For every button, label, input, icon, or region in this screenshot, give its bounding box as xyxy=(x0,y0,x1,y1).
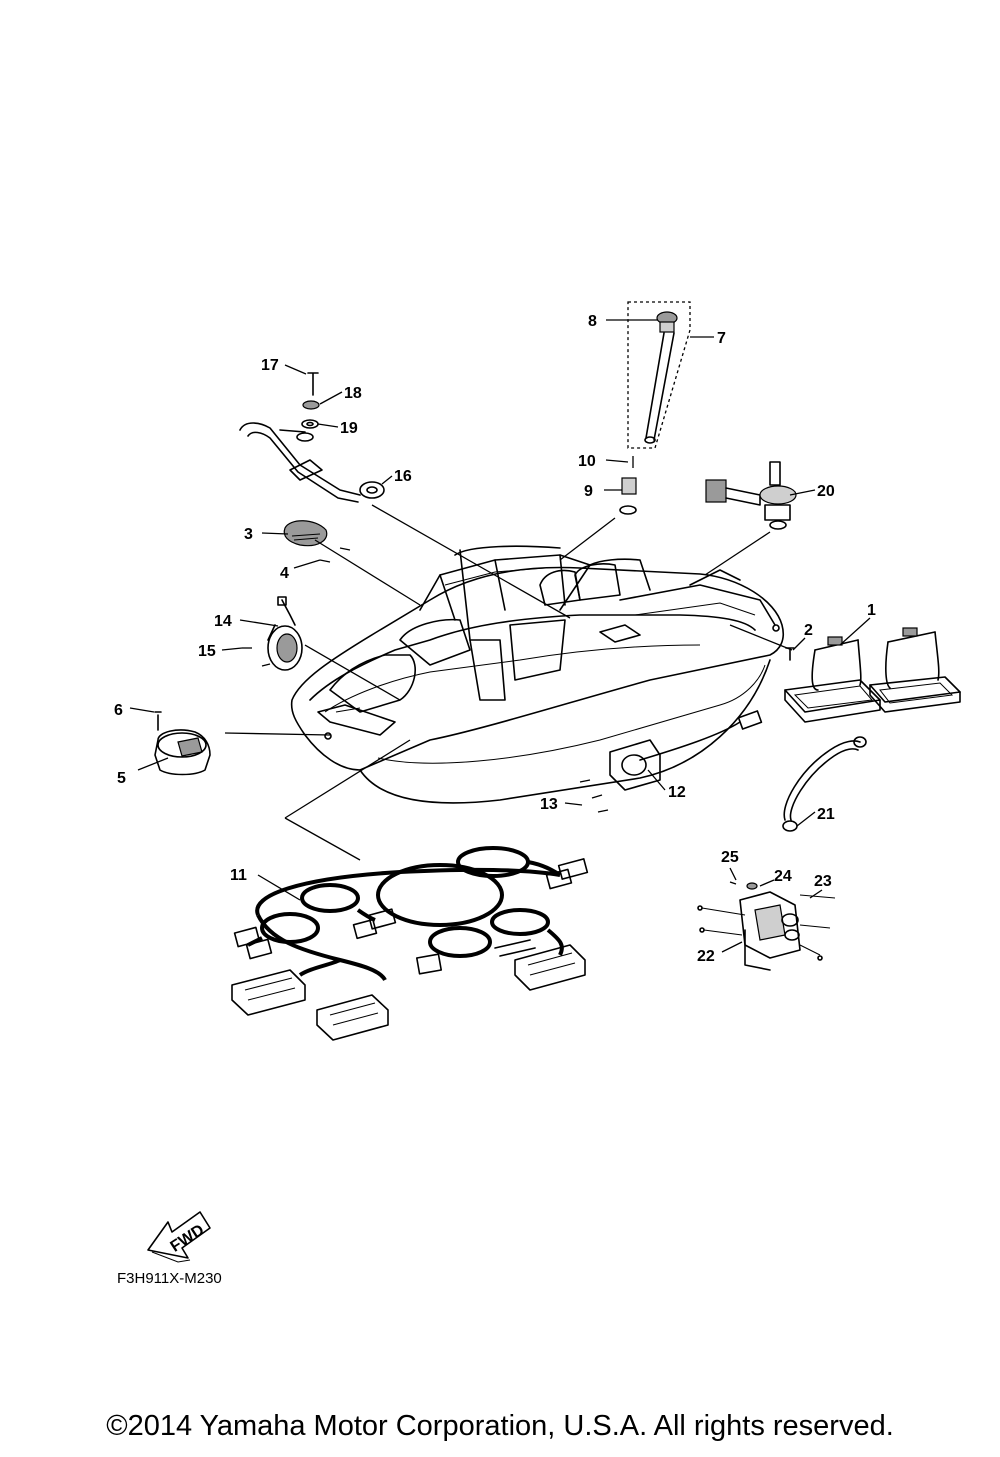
fwd-arrow-icon: FWD xyxy=(147,1211,211,1263)
callout-3: 3 xyxy=(244,526,253,543)
callout-12: 12 xyxy=(668,784,686,801)
speaker-cover xyxy=(242,596,303,671)
wire-harness xyxy=(231,846,589,1041)
vent-grill xyxy=(283,520,351,563)
callout-14: 14 xyxy=(214,613,232,630)
callout-16: 16 xyxy=(394,468,412,485)
callout-25: 25 xyxy=(721,849,739,866)
callout-1: 1 xyxy=(867,602,876,619)
callout-7: 7 xyxy=(717,330,726,347)
callout-6: 6 xyxy=(114,702,123,719)
callout-22: 22 xyxy=(697,948,715,965)
battery-trays xyxy=(784,627,961,723)
callout-20: 20 xyxy=(817,483,835,500)
callout-4: 4 xyxy=(280,565,289,582)
callout-11: 11 xyxy=(230,867,247,884)
ground-strap xyxy=(782,736,867,832)
callout-24: 24 xyxy=(774,868,792,885)
reference-lines xyxy=(224,504,793,861)
grab-rail-assembly xyxy=(239,372,385,503)
wire-plate xyxy=(579,710,763,813)
callout-9: 9 xyxy=(584,483,593,500)
fwd-label: FWD xyxy=(168,1222,208,1256)
callout-10: 10 xyxy=(578,453,596,470)
thru-hull-fitting xyxy=(705,461,797,530)
diagram-code: F3H911X-M230 xyxy=(117,1270,222,1287)
callout-23: 23 xyxy=(814,873,832,890)
boat-hull xyxy=(290,545,785,804)
callout-labels: 1 2 3 4 5 6 7 8 9 10 11 12 13 14 15 16 1… xyxy=(114,313,876,965)
vent-hose-assembly xyxy=(619,301,691,515)
copyright-notice: ©2014 Yamaha Motor Corporation, U.S.A. A… xyxy=(106,1410,894,1442)
callout-19: 19 xyxy=(340,420,358,437)
callout-8: 8 xyxy=(588,313,597,330)
electronic-module xyxy=(697,881,836,971)
callout-leaders xyxy=(129,319,871,953)
callout-17: 17 xyxy=(261,357,279,374)
callout-5: 5 xyxy=(117,770,126,787)
callout-15: 15 xyxy=(198,643,216,660)
callout-2: 2 xyxy=(804,622,813,639)
bow-light xyxy=(154,711,211,776)
callout-21: 21 xyxy=(817,806,835,823)
callout-13: 13 xyxy=(540,796,558,813)
callout-18: 18 xyxy=(344,385,362,402)
